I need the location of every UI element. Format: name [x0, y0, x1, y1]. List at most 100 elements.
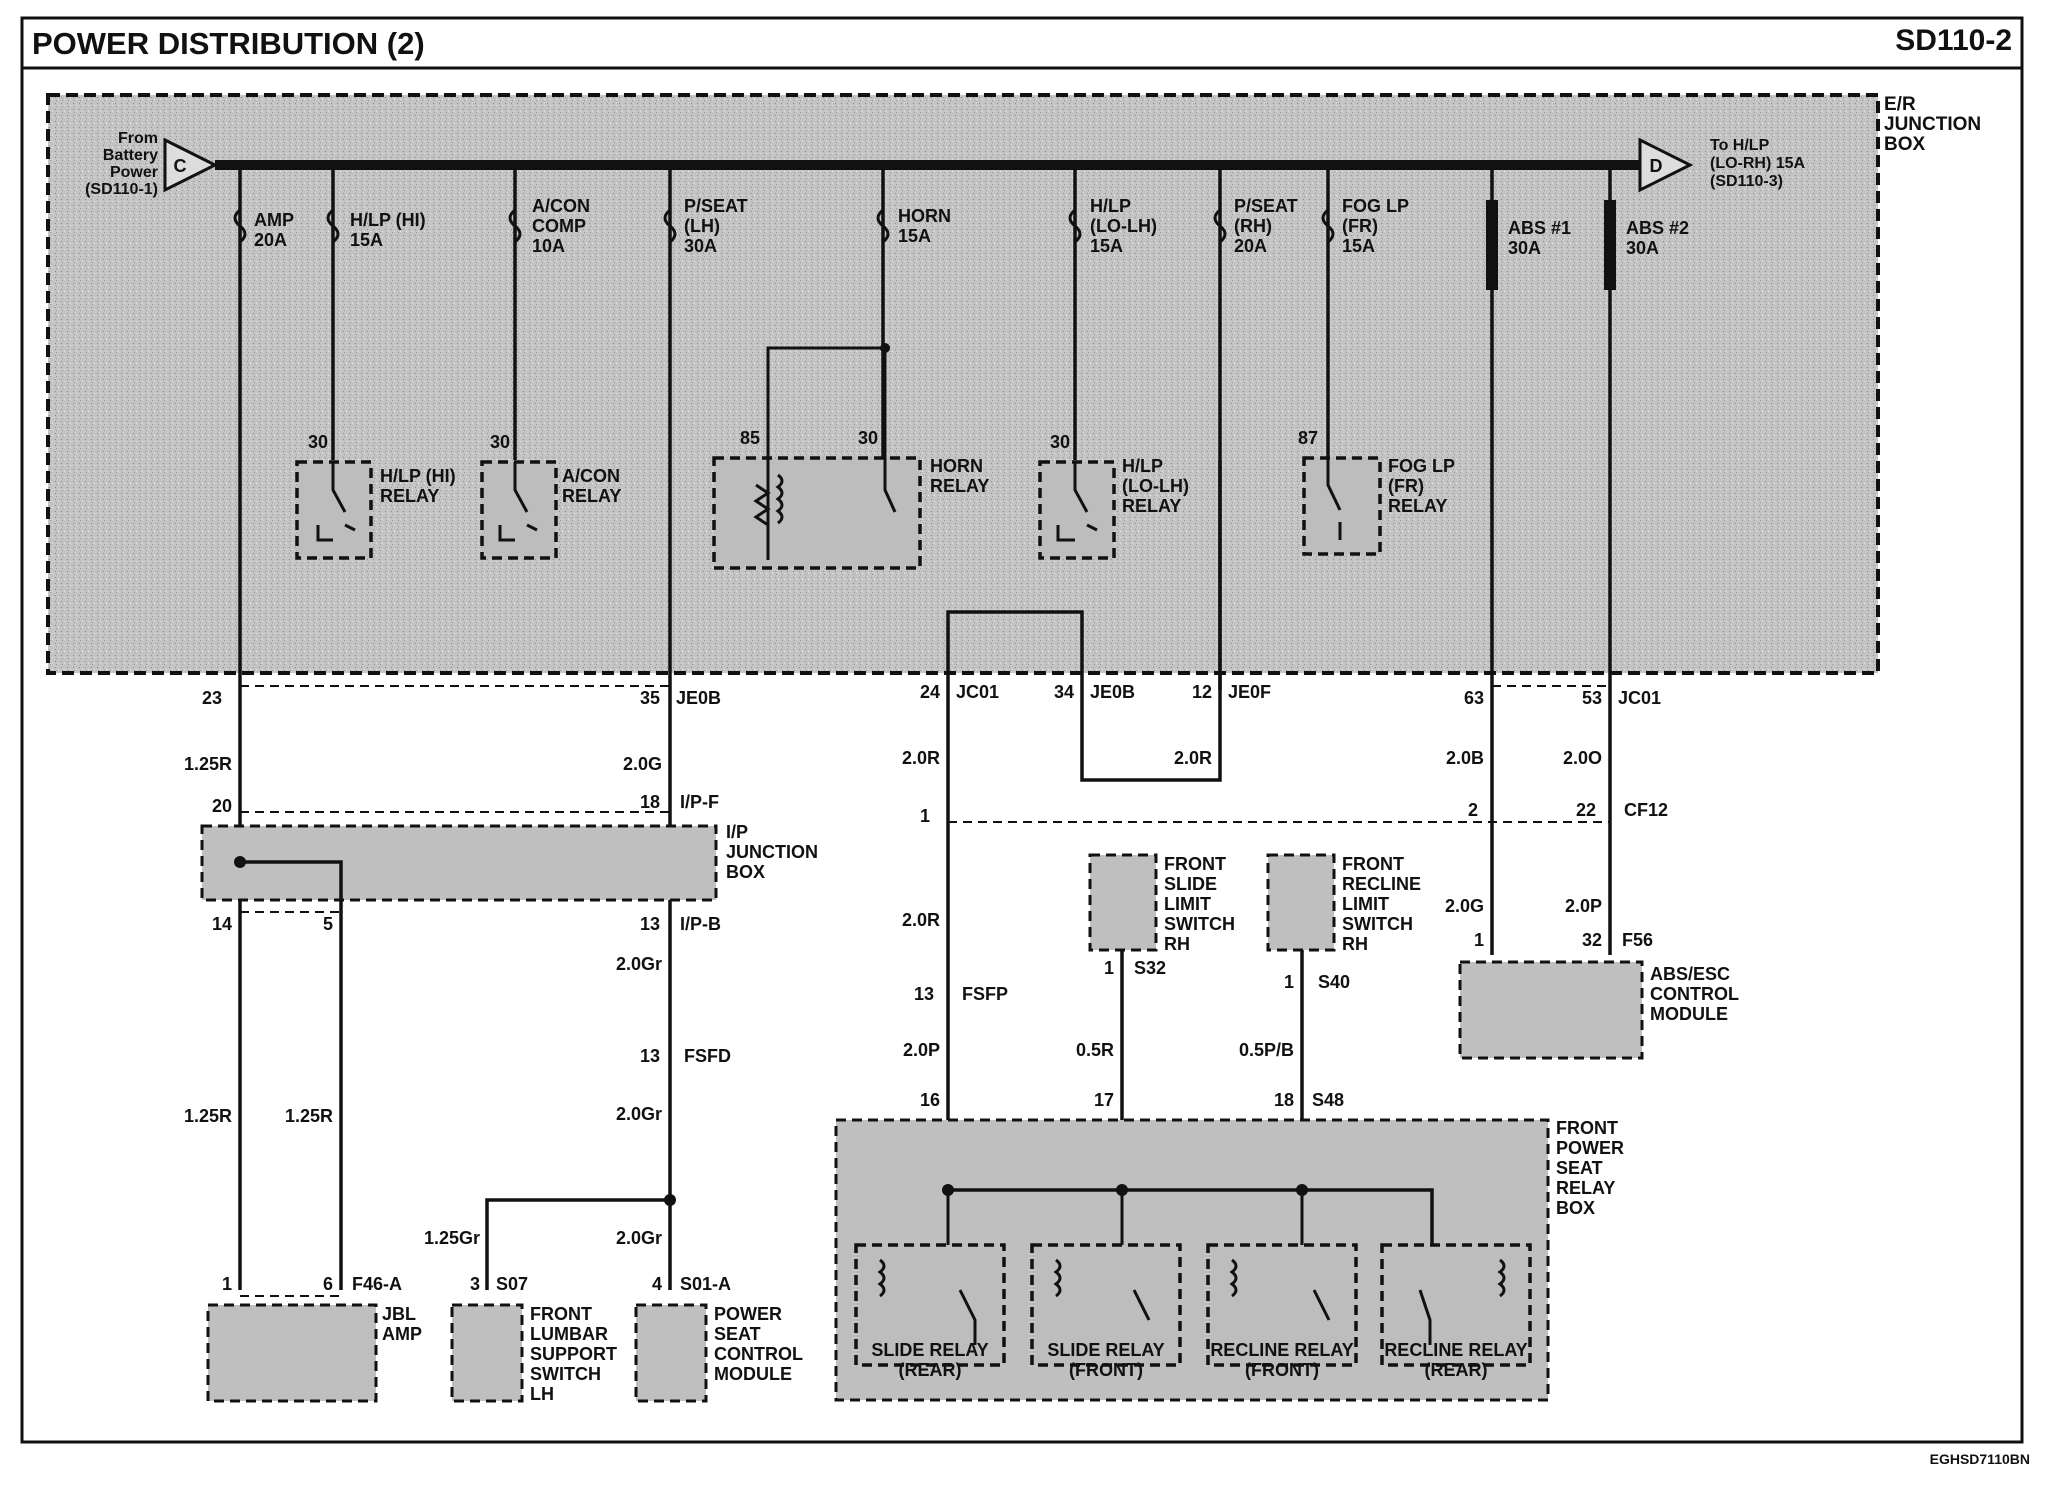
fuses: AMP 20A H/LP (HI) 15A A/CON COMP 10A P/S… — [233, 165, 1689, 690]
svg-text:RECLINE RELAY: RECLINE RELAY — [1384, 1340, 1527, 1360]
inline-connectors: 13 FSFD 13 FSFP 1 S32 1 S40 1 32 F56 16 … — [222, 930, 1653, 1294]
horn-relay — [712, 456, 922, 570]
svg-text:JE0B: JE0B — [676, 688, 721, 708]
svg-text:JBL: JBL — [382, 1304, 416, 1324]
svg-text:35: 35 — [640, 688, 660, 708]
svg-text:I/P: I/P — [726, 822, 748, 842]
fuse-foglp-label: FOG LP — [1342, 196, 1409, 216]
svg-text:14: 14 — [212, 914, 232, 934]
svg-text:(REAR): (REAR) — [899, 1360, 962, 1380]
svg-text:23: 23 — [202, 688, 222, 708]
svg-text:2.0B: 2.0B — [1446, 748, 1484, 768]
svg-text:JC01: JC01 — [956, 682, 999, 702]
svg-text:30A: 30A — [684, 236, 717, 256]
svg-text:F56: F56 — [1622, 930, 1653, 950]
svg-text:SWITCH: SWITCH — [1342, 914, 1413, 934]
svg-text:F46-A: F46-A — [352, 1274, 402, 1294]
svg-text:24: 24 — [920, 682, 940, 702]
svg-text:18: 18 — [1274, 1090, 1294, 1110]
svg-text:RH: RH — [1342, 934, 1368, 954]
er-box-label-3: BOX — [1884, 134, 1926, 155]
svg-text:I/P-F: I/P-F — [680, 792, 719, 812]
svg-text:1.25R: 1.25R — [184, 754, 232, 774]
svg-text:17: 17 — [1094, 1090, 1114, 1110]
svg-text:30: 30 — [490, 432, 510, 452]
svg-text:1: 1 — [920, 806, 930, 826]
svg-text:S48: S48 — [1312, 1090, 1344, 1110]
fuse-horn-label: HORN — [898, 206, 951, 226]
fuse-acon-label: A/CON — [532, 196, 590, 216]
svg-text:From: From — [118, 130, 158, 147]
svg-text:1.25R: 1.25R — [285, 1106, 333, 1126]
battery-bus: C From Battery Power (SD110-1) D To H/LP… — [85, 130, 1805, 198]
svg-text:RECLINE RELAY: RECLINE RELAY — [1210, 1340, 1353, 1360]
svg-text:(LO-LH): (LO-LH) — [1122, 476, 1189, 496]
svg-text:RECLINE: RECLINE — [1342, 874, 1421, 894]
fuse-hlp-hi-label: H/LP (HI) — [350, 210, 426, 230]
svg-text:2.0R: 2.0R — [902, 748, 940, 768]
fuse-pseat-rh-label: P/SEAT — [1234, 196, 1298, 216]
svg-text:MODULE: MODULE — [1650, 1004, 1728, 1024]
svg-text:(SD110-3): (SD110-3) — [1710, 173, 1783, 190]
svg-text:20A: 20A — [1234, 236, 1267, 256]
svg-text:FRONT: FRONT — [1342, 854, 1404, 874]
svg-text:Power: Power — [110, 164, 158, 181]
svg-text:COMP: COMP — [532, 216, 586, 236]
power-seat-control-module — [634, 1303, 708, 1403]
svg-text:RELAY: RELAY — [930, 476, 989, 496]
bus-to-connector: D — [1650, 156, 1663, 176]
svg-text:SEAT: SEAT — [1556, 1158, 1603, 1178]
svg-text:LH: LH — [530, 1384, 554, 1404]
foglp-relay — [1302, 456, 1382, 556]
svg-text:13: 13 — [914, 984, 934, 1004]
svg-text:SWITCH: SWITCH — [530, 1364, 601, 1384]
svg-text:FRONT: FRONT — [530, 1304, 592, 1324]
svg-text:SLIDE RELAY: SLIDE RELAY — [1047, 1340, 1164, 1360]
svg-text:POWER: POWER — [714, 1304, 782, 1324]
fuse-abs1-label: ABS #1 — [1508, 218, 1571, 238]
er-relays: 30 H/LP (HI) RELAY 30 A/CON RELAY 85 30 … — [295, 343, 1455, 570]
svg-text:2.0P: 2.0P — [1565, 896, 1602, 916]
svg-text:15A: 15A — [898, 226, 931, 246]
svg-text:1.25Gr: 1.25Gr — [424, 1228, 480, 1248]
svg-text:JUNCTION: JUNCTION — [726, 842, 818, 862]
svg-text:53: 53 — [1582, 688, 1602, 708]
svg-text:(SD110-1): (SD110-1) — [85, 181, 158, 198]
svg-text:SLIDE RELAY: SLIDE RELAY — [871, 1340, 988, 1360]
svg-text:13: 13 — [640, 914, 660, 934]
svg-text:(FR): (FR) — [1342, 216, 1378, 236]
svg-text:CONTROL: CONTROL — [714, 1344, 803, 1364]
svg-text:2.0Gr: 2.0Gr — [616, 954, 662, 974]
svg-text:1: 1 — [1284, 972, 1294, 992]
svg-text:JC01: JC01 — [1618, 688, 1661, 708]
svg-text:20: 20 — [212, 796, 232, 816]
svg-text:18: 18 — [640, 792, 660, 812]
svg-text:BOX: BOX — [726, 862, 765, 882]
svg-text:2.0P: 2.0P — [903, 1040, 940, 1060]
svg-text:1: 1 — [222, 1274, 232, 1294]
svg-text:(FRONT): (FRONT) — [1069, 1360, 1143, 1380]
svg-text:POWER: POWER — [1556, 1138, 1624, 1158]
cf12-connector: 1 2 22 CF12 — [920, 800, 1668, 826]
svg-text:RELAY: RELAY — [1556, 1178, 1615, 1198]
svg-text:I/P-B: I/P-B — [680, 914, 721, 934]
svg-text:RELAY: RELAY — [562, 486, 621, 506]
svg-text:0.5R: 0.5R — [1076, 1040, 1114, 1060]
svg-text:A/CON: A/CON — [562, 466, 620, 486]
svg-text:RELAY: RELAY — [1388, 496, 1447, 516]
svg-text:13: 13 — [640, 1046, 660, 1066]
fuse-abs2-label: ABS #2 — [1626, 218, 1689, 238]
svg-text:2.0O: 2.0O — [1563, 748, 1602, 768]
svg-text:RELAY: RELAY — [1122, 496, 1181, 516]
svg-text:RH: RH — [1164, 934, 1190, 954]
page-code: SD110-2 — [1895, 24, 2012, 57]
svg-text:LUMBAR: LUMBAR — [530, 1324, 608, 1344]
harness-wires: 1.25R 2.0G 2.0R 2.0R 2.0B 2.0O 2.0R 2.0P… — [184, 690, 1612, 1290]
svg-text:BOX: BOX — [1556, 1198, 1595, 1218]
svg-text:RELAY: RELAY — [380, 486, 439, 506]
page-title: POWER DISTRIBUTION (2) — [32, 26, 425, 61]
svg-text:SLIDE: SLIDE — [1164, 874, 1217, 894]
svg-text:10A: 10A — [532, 236, 565, 256]
svg-text:HORN: HORN — [930, 456, 983, 476]
